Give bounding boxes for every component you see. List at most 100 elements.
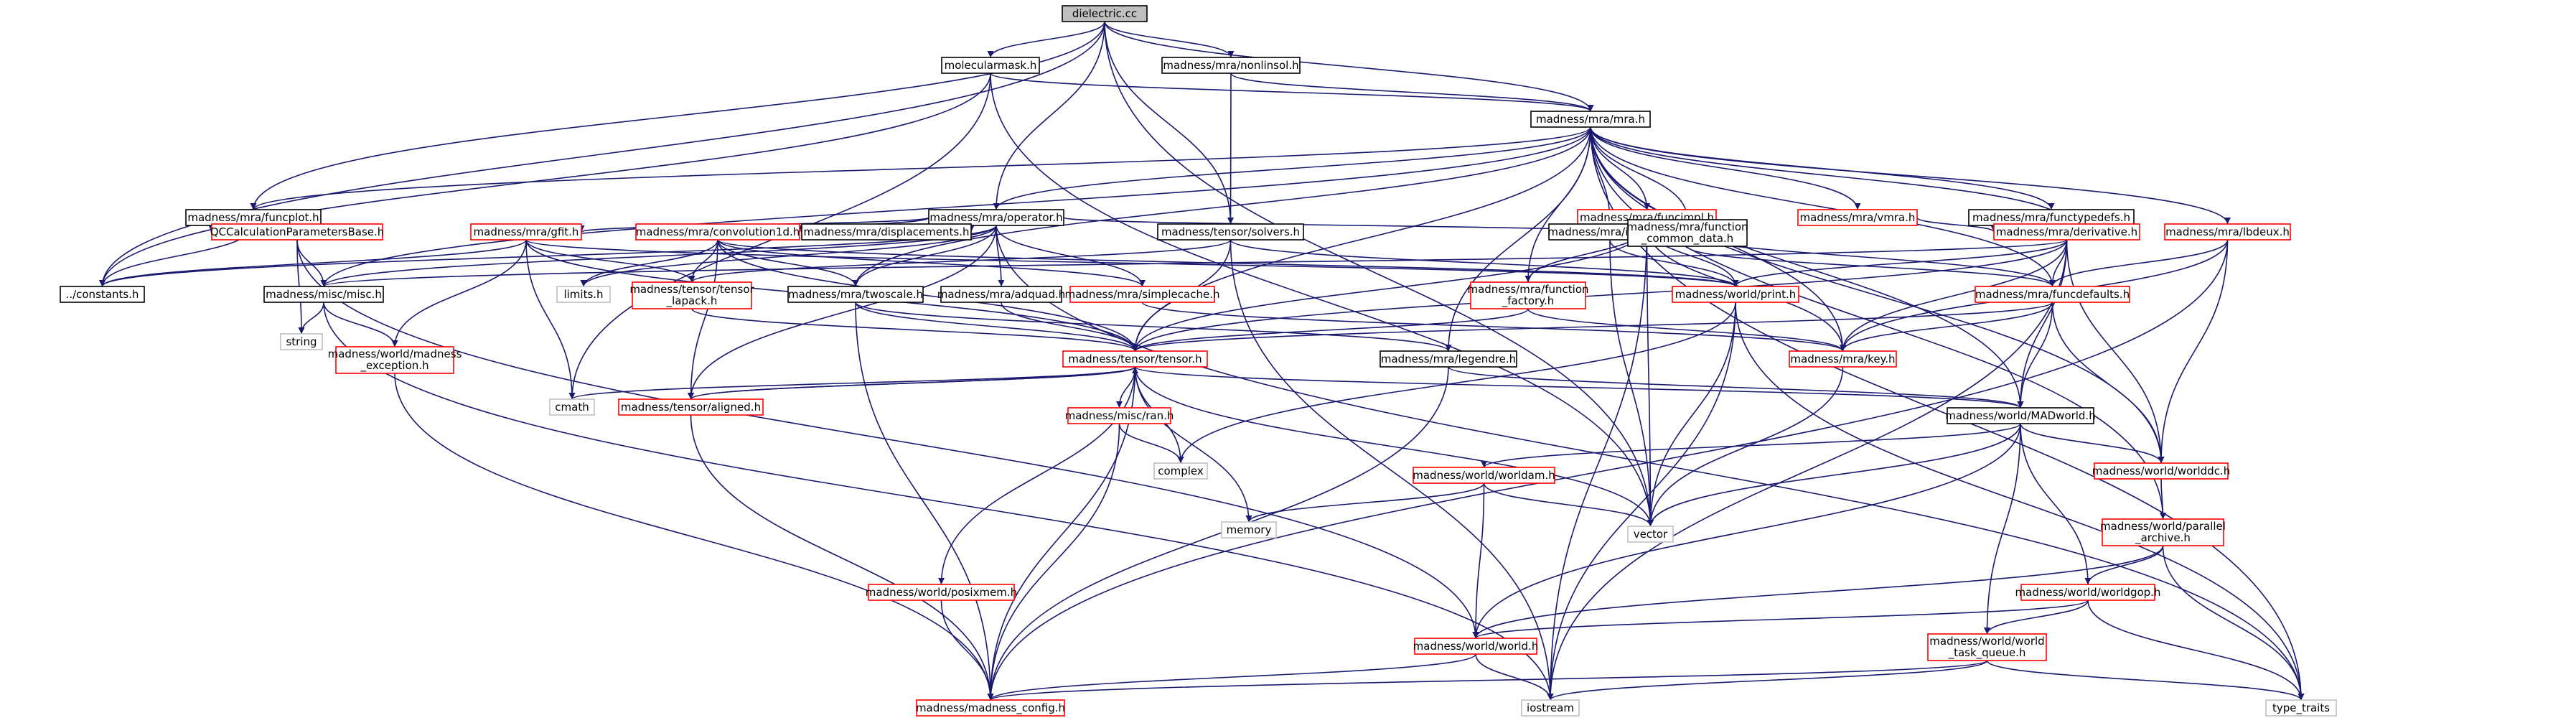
edge-worldam-to-world <box>1472 482 1485 639</box>
node-world[interactable]: madness/world/world.h <box>1413 638 1539 655</box>
edge-derivative-to-print <box>1732 239 2068 287</box>
node-legendre[interactable]: madness/mra/legendre.h <box>1380 350 1517 368</box>
edge-mra-to-derivative <box>1590 126 2070 225</box>
edge-tensor-to-memory <box>1134 366 1252 523</box>
node-box <box>1413 467 1555 484</box>
node-box <box>635 223 800 241</box>
node-twoscale[interactable]: madness/mra/twoscale.h <box>787 286 924 303</box>
node-mra[interactable]: madness/mra/mra.h <box>1530 111 1651 128</box>
edge-molmask-to-vector <box>990 73 1654 527</box>
node-adquad[interactable]: madness/mra/adquad.h <box>937 286 1066 303</box>
edge-twoscale-to-tensor <box>855 302 1138 352</box>
node-simplecache[interactable]: madness/mra/simplecache.h <box>1065 286 1220 303</box>
node-box <box>928 209 1064 226</box>
node-operator[interactable]: madness/mra/operator.h <box>928 209 1064 226</box>
edge-dielectric-to-mra <box>1104 21 1594 112</box>
node-label: madness/misc/ran.h <box>1065 409 1174 422</box>
edge-derivative-to-iostream <box>1547 239 2068 701</box>
node-displacements[interactable]: madness/mra/displacements.h <box>801 223 972 241</box>
node-label: madness/mra/displacements.h <box>804 225 970 238</box>
node-label: madness/world/worldam.h <box>1413 469 1555 482</box>
node-label: memory <box>1227 523 1272 536</box>
edge-dielectric-to-solvers <box>1104 21 1234 225</box>
node-functypedefs[interactable]: madness/mra/functypedefs.h <box>1968 209 2135 226</box>
node-constants[interactable]: ../constants.h <box>60 286 145 303</box>
edge-lbdeux-to-madconfig <box>987 239 2229 701</box>
edge-dielectric-to-molmask <box>987 21 1105 58</box>
node-funccommon[interactable]: madness/mra/function_common_data.h <box>1626 219 1748 247</box>
node-vmra[interactable]: madness/mra/vmra.h <box>1797 209 1918 226</box>
edge-parallel-to-typetraits <box>2162 545 2305 701</box>
node-typetraits: type_traits <box>2265 699 2337 717</box>
edge-lbdeux-to-worlddc <box>2158 239 2229 464</box>
node-nonlinsol[interactable]: madness/mra/nonlinsol.h <box>1161 57 1301 74</box>
edge-funccommon-to-funcdefaults <box>1687 246 2056 287</box>
node-molmask[interactable]: molecularmask.h <box>941 57 1040 74</box>
edge-mra-to-twoscale <box>852 126 1591 287</box>
node-taskqueue[interactable]: madness/world/world_task_queue.h <box>1927 633 2047 661</box>
edge-funcdefaults-to-tensor <box>1132 302 2053 352</box>
node-parallel[interactable]: madness/world/parallel_archive.h <box>2100 518 2226 546</box>
node-conv1d[interactable]: madness/mra/convolution1d.h <box>635 223 800 241</box>
node-label: QCCalculationParametersBase.h <box>210 225 385 238</box>
edge-derivative-to-tensor <box>1132 239 2068 352</box>
node-box <box>1067 407 1171 424</box>
edge-mra-to-legendre <box>1445 126 1591 352</box>
node-worlddc[interactable]: madness/world/worlddc.h <box>2092 462 2230 480</box>
node-worldam[interactable]: madness/world/worldam.h <box>1413 467 1555 484</box>
node-madexc[interactable]: madness/world/madness_exception.h <box>328 346 462 374</box>
node-label: _task_queue.h <box>1948 646 2026 660</box>
node-label: madness/mra/key.h <box>1790 353 1895 365</box>
node-box <box>1380 350 1517 368</box>
node-lbdeux[interactable]: madness/mra/lbdeux.h <box>2164 223 2291 241</box>
node-dielectric: dielectric.cc <box>1062 5 1148 22</box>
node-gfit[interactable]: madness/mra/gfit.h <box>470 223 582 241</box>
node-funcdefaults[interactable]: madness/mra/funcdefaults.h <box>1975 286 2130 303</box>
node-funcplot[interactable]: madness/mra/funcplot.h <box>185 209 322 226</box>
node-key[interactable]: madness/mra/key.h <box>1789 350 1897 368</box>
node-derivative[interactable]: madness/mra/derivative.h <box>1993 223 2140 241</box>
node-worldgop[interactable]: madness/world/worldgop.h <box>2015 584 2161 601</box>
node-box <box>1789 350 1897 368</box>
node-string: string <box>280 333 323 350</box>
edge-nonlinsol-to-mra <box>1230 73 1594 112</box>
edge-mra-to-misc <box>320 126 1591 287</box>
edge-vmra-to-derivative <box>1916 217 1997 233</box>
edge-worldam-to-vector <box>1483 482 1654 527</box>
node-aligned[interactable]: madness/tensor/aligned.h <box>618 398 764 416</box>
node-ran[interactable]: madness/misc/ran.h <box>1065 407 1174 424</box>
node-label: madness/mra/function <box>1467 283 1588 296</box>
node-box <box>1521 699 1580 717</box>
node-box <box>556 286 611 303</box>
edge-tensor-to-cmath <box>568 366 1136 400</box>
node-label: dielectric.cc <box>1072 7 1137 20</box>
node-funcfactory[interactable]: madness/mra/function_factory.h <box>1467 281 1589 309</box>
edge-funcfactory-to-tensor <box>1132 308 1529 352</box>
node-label: limits.h <box>563 288 603 301</box>
node-posixmem[interactable]: madness/world/posixmem.h <box>866 584 1017 601</box>
node-label: madness/mra/function <box>1626 220 1748 233</box>
node-misc[interactable]: madness/misc/misc.h <box>263 286 384 303</box>
node-box <box>1530 111 1651 128</box>
node-print[interactable]: madness/world/print.h <box>1672 286 1799 303</box>
edge-molmask-to-mra <box>990 73 1594 112</box>
node-madworld[interactable]: madness/world/MADworld.h <box>1945 407 2096 424</box>
edge-dielectric-to-vector <box>1104 21 1654 527</box>
node-box <box>868 584 1015 601</box>
node-madconfig[interactable]: madness/madness_config.h <box>916 699 1065 717</box>
edge-layer <box>99 21 2305 701</box>
edge-madworld-to-worldgop <box>2020 423 2092 585</box>
edge-aligned-to-tensor <box>690 366 1138 400</box>
node-tensorlapack[interactable]: madness/tensor/tensor_lapack.h <box>629 281 755 309</box>
node-tensor[interactable]: madness/tensor/tensor.h <box>1062 350 1208 368</box>
node-box <box>1672 286 1799 303</box>
edge-madworld-to-world <box>1472 423 2021 639</box>
node-label: madness/mra/simplecache.h <box>1065 288 1220 301</box>
node-solvers[interactable]: madness/tensor/solvers.h <box>1157 223 1304 241</box>
edge-world-to-iostream <box>1475 653 1554 701</box>
edge-posixmem-to-madconfig <box>940 600 994 701</box>
edge-conv1d-to-tensor <box>717 239 1138 352</box>
node-box <box>280 333 323 350</box>
node-qccalc[interactable]: QCCalculationParametersBase.h <box>210 223 385 241</box>
node-label: madness/mra/mra.h <box>1536 113 1645 126</box>
